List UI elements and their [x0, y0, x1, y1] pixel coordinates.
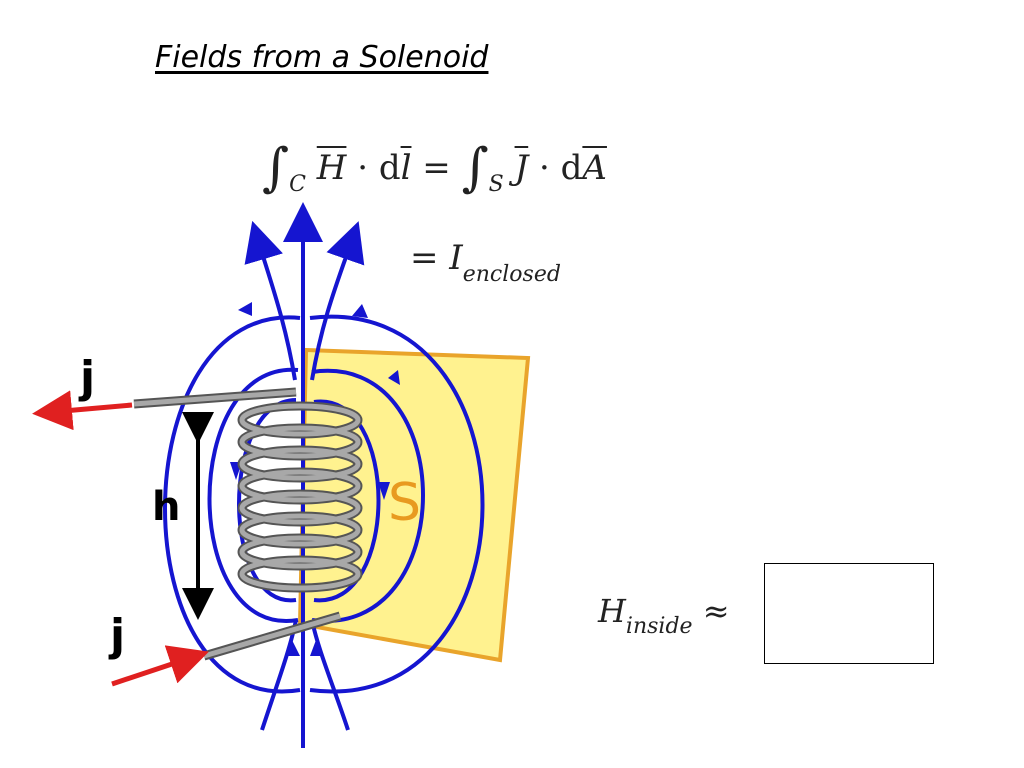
contour-subscript: C	[289, 171, 306, 197]
field-lines	[163, 202, 485, 748]
h-symbol: H	[598, 592, 626, 630]
equals-sign-2: =	[410, 238, 450, 278]
field-loop-left-outer	[163, 315, 301, 694]
field-arrow-7	[310, 640, 324, 656]
label-s: S	[388, 473, 421, 533]
h-inside-equation: Hinside ≈	[598, 592, 730, 639]
current-symbol: I	[449, 238, 463, 278]
integral-sign: ∫	[262, 138, 290, 198]
field-loop-right-outer	[309, 314, 485, 694]
field-arrow-3	[388, 370, 400, 385]
approx-sign: ≈	[692, 592, 730, 630]
da-vector: A	[582, 148, 607, 188]
enclosed-subscript: enclosed	[462, 261, 561, 287]
dot-operator-2: · d	[528, 148, 583, 188]
field-arrow-4	[238, 302, 252, 316]
label-j-top: j	[78, 352, 95, 403]
field-arrow-6	[286, 640, 300, 656]
j-vector: J	[514, 148, 529, 188]
field-loop-right-inner	[311, 368, 425, 623]
current-arrow-bottom	[111, 645, 209, 687]
field-line-up-right	[310, 221, 365, 381]
dot-operator: · d	[346, 148, 401, 188]
equals-sign: =	[411, 148, 462, 188]
h-vector: H	[316, 148, 347, 188]
page-title: Fields from a Solenoid	[155, 40, 489, 75]
field-arrow-5	[352, 304, 368, 318]
amperes-law-equation: ∫C H · dl = ∫S J · dA	[262, 132, 607, 198]
inside-subscript: inside	[625, 614, 693, 640]
current-arrow-top	[32, 390, 133, 431]
field-line-up-left	[244, 220, 297, 381]
answer-box[interactable]	[764, 563, 934, 664]
dl-vector: l	[400, 148, 412, 188]
surface-subscript: S	[488, 171, 504, 197]
field-arrow-2	[378, 482, 390, 500]
label-j-bottom: j	[108, 610, 125, 661]
surface-integral-sign: ∫	[461, 138, 489, 198]
field-line-down-right	[310, 619, 350, 731]
enclosed-current-equation: = Ienclosed	[410, 238, 561, 287]
label-h: h	[152, 484, 180, 530]
